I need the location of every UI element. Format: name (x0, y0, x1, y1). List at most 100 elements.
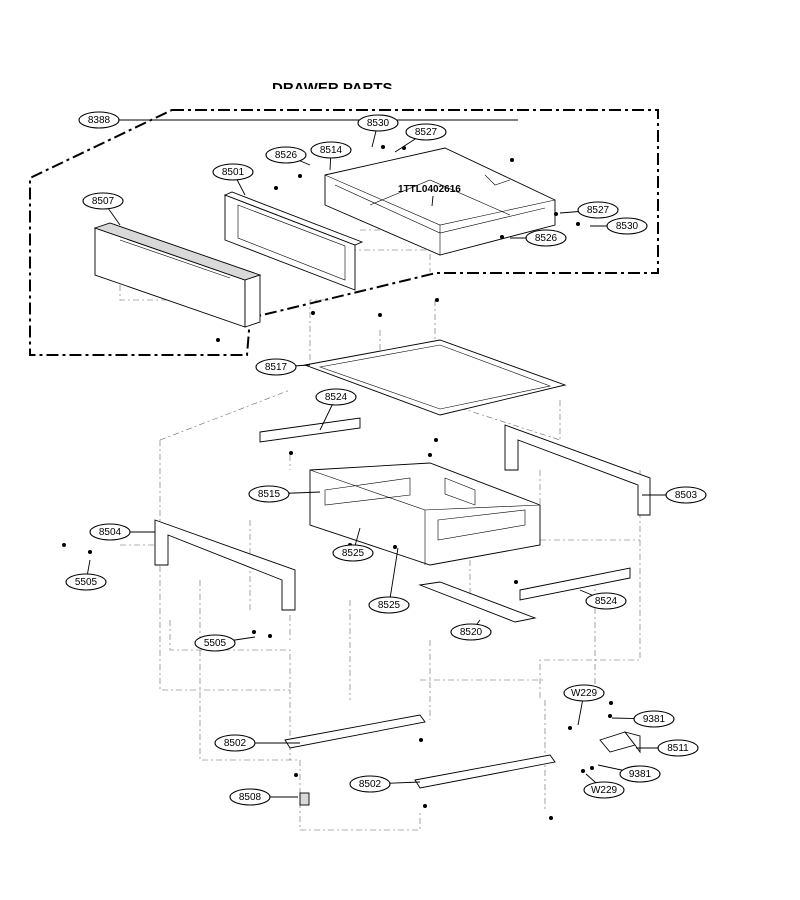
bracket-8524-bottom (519, 567, 631, 601)
callout-9381-top: 9381 (611, 710, 675, 728)
top-plate-8517 (303, 339, 567, 416)
callout-text: 8388 (88, 115, 111, 126)
callout-text: 8526 (535, 233, 558, 244)
callout-8503: 8503 (642, 486, 707, 504)
callout-bubble (657, 739, 699, 757)
callout-w229-top: W229 (563, 684, 605, 726)
callout-9381-bottom: 9381 (597, 764, 661, 783)
callout-bubble (525, 229, 567, 247)
callout-text: W229 (591, 785, 618, 796)
callout-bubble (405, 123, 447, 141)
callout-bubble (255, 358, 297, 376)
callout-bubble (583, 781, 625, 799)
callout-bubble (633, 710, 675, 728)
callout-text: 8520 (460, 627, 483, 638)
callout-bubble (450, 623, 492, 641)
callout-bubble (248, 485, 290, 503)
callout-text: 8517 (265, 362, 288, 373)
rail-8502-right (414, 754, 556, 789)
callout-text: 8525 (378, 600, 401, 611)
callout-8525-a: 8525 (332, 527, 374, 562)
callout-text: 8507 (92, 196, 115, 207)
callout-8501: 8501 (212, 163, 254, 196)
drawer-front-8507 (93, 222, 262, 328)
callout-8527-top: 8527 (394, 123, 447, 153)
hinge-8511 (599, 731, 641, 754)
callout-bubble (619, 765, 661, 783)
callout-text: 8527 (587, 205, 610, 216)
callout-8527-right: 8527 (559, 201, 619, 219)
callout-bubble (229, 788, 271, 806)
callout-8524-top: 8524 (315, 388, 357, 431)
leveling-foot-8508 (299, 792, 310, 806)
callout-bubble (349, 775, 391, 793)
callout-text: 8503 (675, 490, 698, 501)
callout-8525-b: 8525 (368, 547, 410, 614)
side-bracket-8504 (154, 519, 296, 611)
callout-labels: 8388 8530 8527 8526 8514 8501 8507 8527 8530 8526… (65, 111, 707, 806)
callout-bubble (577, 201, 619, 219)
callout-text: 8504 (99, 527, 122, 538)
leader-line (388, 547, 399, 606)
center-housing-8515 (309, 462, 541, 566)
callout-bubble (78, 111, 120, 129)
callout-bubble (212, 163, 254, 181)
callout-bubble (606, 217, 648, 235)
callout-bubble (214, 734, 256, 752)
rail-8502-left (284, 714, 426, 749)
title-group: DRAWER PARTS (272, 80, 393, 97)
callout-text: 5505 (75, 577, 98, 588)
callout-text: 8530 (616, 221, 639, 232)
drawer-frame-8501 (223, 191, 364, 291)
diagram-title: DRAWER PARTS (272, 80, 393, 97)
callout-8526-top: 8526 (265, 146, 311, 166)
callout-text: 8502 (359, 779, 382, 790)
callout-8502-right: 8502 (349, 775, 421, 793)
callout-8517: 8517 (255, 358, 311, 376)
callout-text: 8508 (239, 792, 262, 803)
callout-bubble (89, 523, 131, 541)
callout-8514: 8514 (310, 141, 352, 171)
callout-text: 8525 (342, 548, 365, 559)
callout-text: 8526 (275, 150, 298, 161)
callout-text: 8527 (415, 127, 438, 138)
callout-5505-b: 5505 (194, 634, 256, 652)
callout-text: 9381 (643, 714, 666, 725)
callout-text: 8524 (595, 596, 618, 607)
callout-text: 8511 (667, 743, 689, 754)
bracket-8524-top (259, 417, 361, 443)
callout-bubble (82, 192, 124, 210)
callout-bubble (585, 592, 627, 610)
callout-5505-a: 5505 (65, 559, 107, 591)
callout-bubble (265, 146, 307, 164)
callout-text: 9381 (629, 769, 652, 780)
callout-text: 5505 (204, 638, 227, 649)
callout-bubble (310, 141, 352, 159)
callout-8515: 8515 (248, 485, 321, 503)
callout-8507: 8507 (82, 192, 124, 226)
callout-bubble (357, 114, 399, 132)
callout-text: 8515 (258, 489, 281, 500)
callout-text: W229 (571, 688, 598, 699)
callout-text: 8524 (325, 392, 348, 403)
callout-bubble (194, 634, 236, 652)
drawer-tub-8514 (324, 147, 556, 256)
callout-bubble (315, 388, 357, 406)
side-bracket-8503 (504, 424, 651, 516)
callout-bubble (332, 544, 374, 562)
callout-bubble (368, 596, 410, 614)
callout-8530-right: 8530 (590, 217, 648, 235)
callout-text: 8530 (367, 118, 390, 129)
callout-8530-top: 8530 (357, 114, 399, 148)
callout-w229-bottom: W229 (583, 773, 625, 799)
callout-bubble (563, 684, 605, 702)
callout-8524-bottom: 8524 (579, 589, 627, 610)
callout-8508: 8508 (229, 788, 298, 806)
callout-text: 8514 (320, 145, 343, 156)
callout-bubble (665, 486, 707, 504)
rail-8520 (418, 581, 537, 623)
callout-8520: 8520 (450, 619, 492, 641)
callout-text: 8502 (224, 738, 247, 749)
